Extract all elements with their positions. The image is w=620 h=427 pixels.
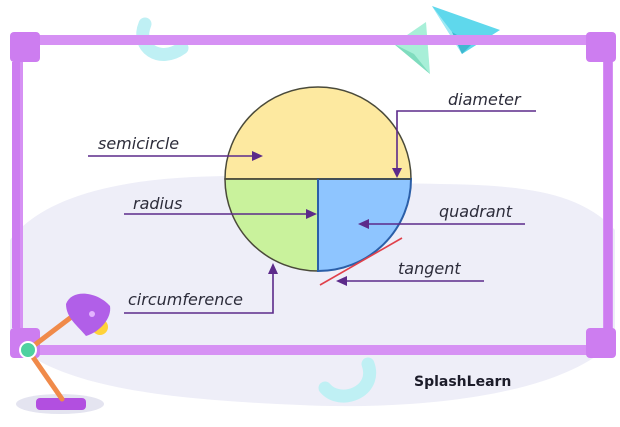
radius-label: radius <box>133 194 182 213</box>
top-c-shape-icon <box>136 17 189 61</box>
bottom-c-shape-icon <box>318 357 377 403</box>
brand-name: SplashLearn <box>414 374 511 390</box>
diameter-label-line <box>396 110 536 170</box>
lower-left-quadrant <box>224 178 319 272</box>
quadrant-label: quadrant <box>439 202 513 221</box>
circumference-label: circumference <box>128 290 243 309</box>
diameter-arrowhead <box>392 168 402 178</box>
semicircle-region <box>224 86 412 180</box>
tangent-line <box>319 237 403 286</box>
quadrant-arrowhead <box>358 219 369 229</box>
paper-plane-small-icon <box>394 22 430 74</box>
radius-arrowhead <box>306 209 317 219</box>
tangent-arrowhead <box>336 276 347 286</box>
paper-plane-icon <box>432 6 500 54</box>
desk-lamp-icon <box>16 293 111 414</box>
diameter-label: diameter <box>448 90 522 109</box>
circumference-label-line <box>124 271 274 314</box>
circumference-arrowhead <box>268 263 278 274</box>
frame <box>10 32 616 358</box>
semicircle-arrowhead <box>252 151 263 161</box>
semicircle-label: semicircle <box>98 134 179 153</box>
tangent-label: tangent <box>398 259 461 278</box>
